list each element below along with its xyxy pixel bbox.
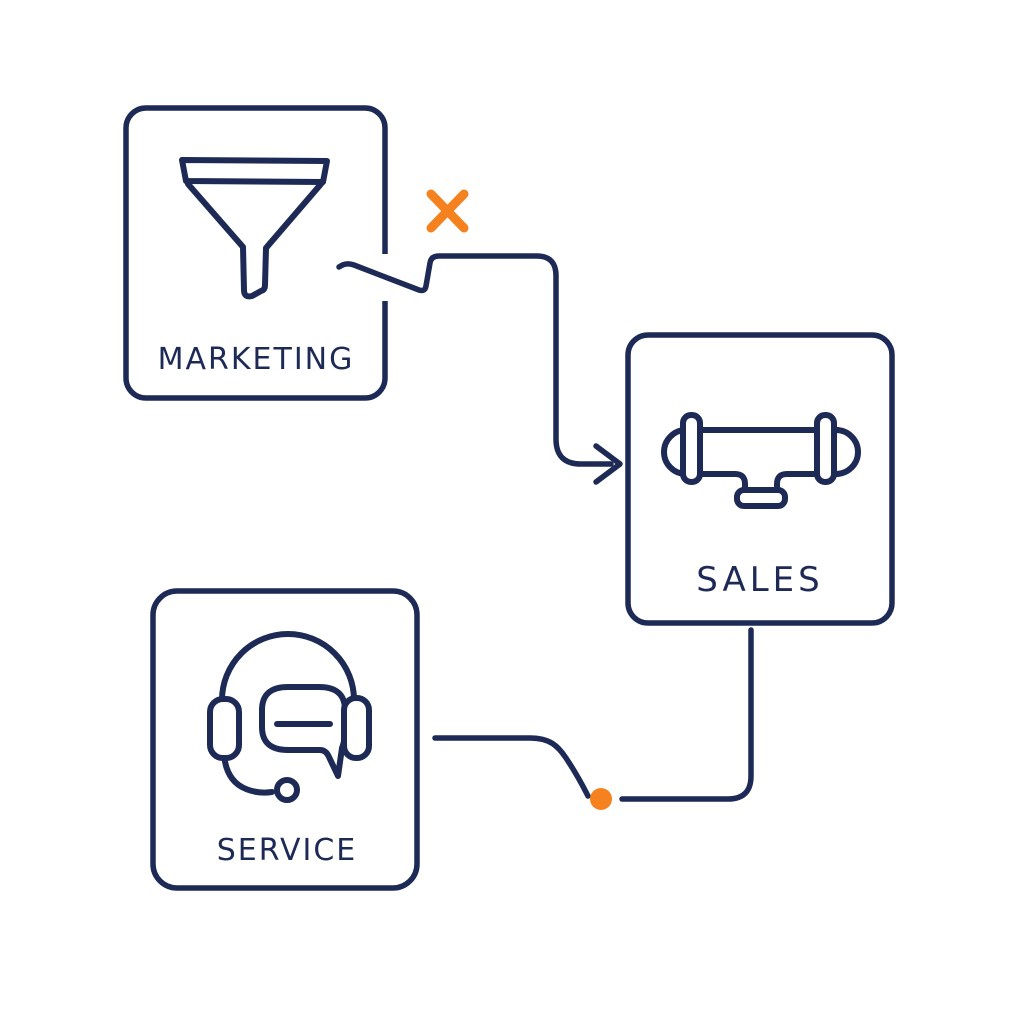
x-marker-icon [426, 189, 469, 233]
pipe-bottom-right [774, 471, 841, 494]
left-ear-cup [207, 696, 242, 761]
pipe-right-flange [814, 412, 837, 485]
connector-service-line [432, 735, 591, 799]
endpoint-dot[interactable] [590, 788, 612, 810]
funnel-cone [185, 181, 324, 300]
pipe-spout-base [734, 487, 788, 509]
connectors [336, 253, 754, 802]
chat-bubble [259, 684, 348, 779]
pipe-left-cap [661, 427, 689, 477]
pipe-bottom-left [681, 471, 748, 494]
marketing-label: MARKETING [158, 342, 355, 377]
sales-node-box[interactable] [625, 332, 895, 626]
funnel-icon [179, 157, 330, 300]
service-label: SERVICE [217, 833, 357, 868]
x-stroke-2 [426, 189, 469, 233]
connector-marketing-sales [336, 253, 623, 485]
right-ear-cup [341, 695, 372, 761]
node-icons [179, 157, 861, 803]
headset-chat-icon [207, 631, 372, 803]
pipeline-icon [661, 412, 861, 509]
connector-line [336, 253, 614, 467]
arrowhead-icon [593, 443, 623, 485]
pipe-right-cap [833, 427, 861, 477]
sales-label: SALES [696, 560, 823, 600]
connector-sales-line [619, 627, 754, 802]
headband-arc [219, 631, 357, 703]
node-labels: MARKETING SALES SERVICE [158, 342, 823, 868]
mic-tip [274, 777, 300, 803]
mic-boom [221, 751, 275, 796]
markers [426, 189, 612, 810]
pipe-left-flange [680, 412, 703, 485]
